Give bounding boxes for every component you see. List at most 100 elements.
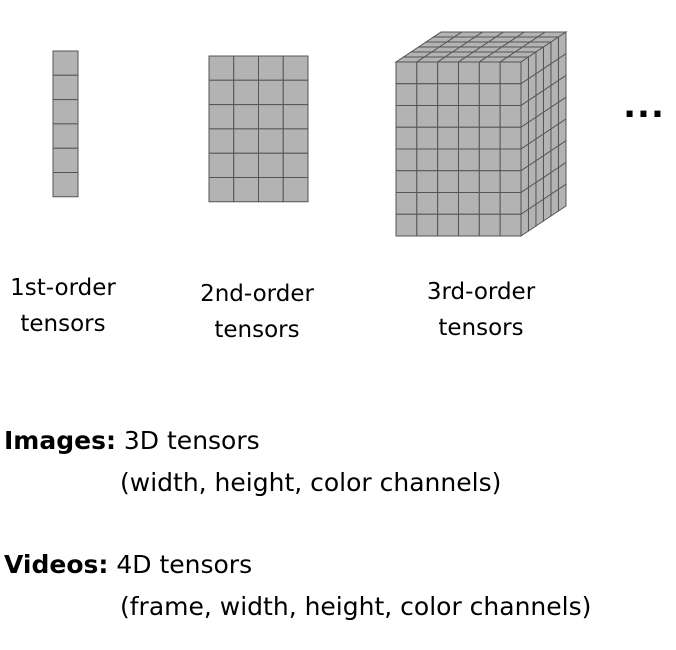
- cube-front-cell: [457, 192, 480, 215]
- ellipsis: ...: [623, 86, 665, 126]
- second-order-label-line1: 2nd-order: [200, 281, 314, 307]
- cube-front-cell: [416, 83, 439, 106]
- matrix-cell: [208, 177, 235, 203]
- cube-front-cell: [499, 126, 522, 150]
- vector-cell: [52, 50, 79, 76]
- matrix-cell: [233, 177, 259, 203]
- images-line: Images: 3D tensors: [4, 424, 260, 458]
- cube-front-cell: [457, 126, 480, 150]
- cube-front-cell: [416, 192, 439, 215]
- cube-front-cell: [499, 61, 522, 85]
- cube-front-cell: [416, 61, 439, 85]
- vector-cell: [52, 147, 79, 173]
- cube-front-cell: [416, 213, 439, 237]
- matrix-cell: [233, 128, 259, 154]
- matrix-cell: [233, 152, 259, 178]
- matrix-cell: [208, 79, 235, 106]
- cube-front-cell: [437, 126, 459, 150]
- cube-front-cell: [499, 170, 522, 193]
- images-dims: (width, height, color channels): [120, 468, 502, 497]
- third-order-label: 3rd-order tensors: [410, 274, 552, 346]
- cube-front-cell: [478, 148, 501, 172]
- vector-cell: [52, 172, 79, 198]
- cube-front-cell: [395, 83, 418, 106]
- cube-front-cell: [437, 105, 459, 128]
- matrix-cell: [258, 177, 284, 203]
- cube-front-cell: [457, 83, 480, 106]
- matrix-cell: [282, 104, 309, 130]
- cube-front-cell: [457, 170, 480, 193]
- cube-front-cell: [416, 105, 439, 128]
- third-order-label-line1: 3rd-order: [426, 279, 536, 305]
- cube-front-cell: [478, 213, 501, 237]
- cube-front-cell: [478, 192, 501, 215]
- matrix-cell: [233, 79, 259, 106]
- images-desc: 3D tensors: [123, 426, 260, 455]
- cube-front-cell: [478, 126, 501, 150]
- matrix-cell: [282, 177, 309, 203]
- second-order-label: 2nd-order tensors: [186, 276, 328, 348]
- matrix-cell: [258, 152, 284, 178]
- matrix-cell: [282, 79, 309, 106]
- cube-side-cell: [557, 183, 567, 212]
- cube-front-cell: [416, 170, 439, 193]
- images-term: Images:: [4, 426, 116, 455]
- first-order-label-line1: 1st-order: [10, 275, 116, 301]
- cube-front-cell: [478, 170, 501, 193]
- matrix-cell: [258, 79, 284, 106]
- cube-front-cell: [416, 148, 439, 172]
- cube-side-cell: [520, 208, 529, 237]
- second-order-label-line2: tensors: [214, 317, 300, 343]
- cube-front-cell: [395, 192, 418, 215]
- third-order-label-line2: tensors: [438, 315, 524, 341]
- cube-front-cell: [437, 170, 459, 193]
- cube-front-cell: [499, 148, 522, 172]
- cube-front-cell: [437, 148, 459, 172]
- cube-side-cell: [550, 188, 559, 217]
- videos-term: Videos:: [4, 550, 109, 579]
- cube-front-cell: [395, 170, 418, 193]
- cube-front-cell: [395, 213, 418, 237]
- matrix-cell: [208, 128, 235, 154]
- vector-cell: [52, 74, 79, 101]
- first-order-label: 1st-order tensors: [0, 270, 126, 342]
- cube-front-cell: [437, 61, 459, 85]
- cube-front-cell: [437, 213, 459, 237]
- cube-front-cell: [457, 61, 480, 85]
- third-order-tensor-cube: [394, 31, 568, 237]
- cube-front-cell: [395, 105, 418, 128]
- first-order-tensor-grid: [52, 50, 79, 198]
- cube-side-cell: [527, 203, 537, 232]
- cube-front-cell: [457, 148, 480, 172]
- matrix-cell: [208, 104, 235, 130]
- videos-dims: (frame, width, height, color channels): [120, 592, 592, 621]
- matrix-cell: [208, 152, 235, 178]
- cube-front-cell: [478, 61, 501, 85]
- cube-front-cell: [416, 126, 439, 150]
- cube-front-cell: [478, 83, 501, 106]
- vector-cell: [52, 123, 79, 149]
- vector-cell: [52, 99, 79, 125]
- matrix-cell: [282, 152, 309, 178]
- first-order-label-line2: tensors: [20, 311, 106, 337]
- cube-front-cell: [395, 126, 418, 150]
- second-order-tensor-grid: [208, 55, 309, 203]
- matrix-cell: [258, 128, 284, 154]
- cube-front-cell: [499, 213, 522, 237]
- cube-side-cell: [542, 193, 552, 222]
- cube-front-cell: [437, 192, 459, 215]
- matrix-cell: [282, 55, 309, 81]
- matrix-cell: [258, 104, 284, 130]
- cube-front-cell: [437, 83, 459, 106]
- cube-front-cell: [478, 105, 501, 128]
- cube-front-cell: [457, 105, 480, 128]
- cube-front-cell: [499, 105, 522, 128]
- videos-desc: 4D tensors: [116, 550, 253, 579]
- cube-front-cell: [499, 192, 522, 215]
- cube-front-cell: [499, 83, 522, 106]
- cube-front-cell: [395, 148, 418, 172]
- matrix-cell: [233, 55, 259, 81]
- matrix-cell: [258, 55, 284, 81]
- cube-front-cell: [395, 61, 418, 85]
